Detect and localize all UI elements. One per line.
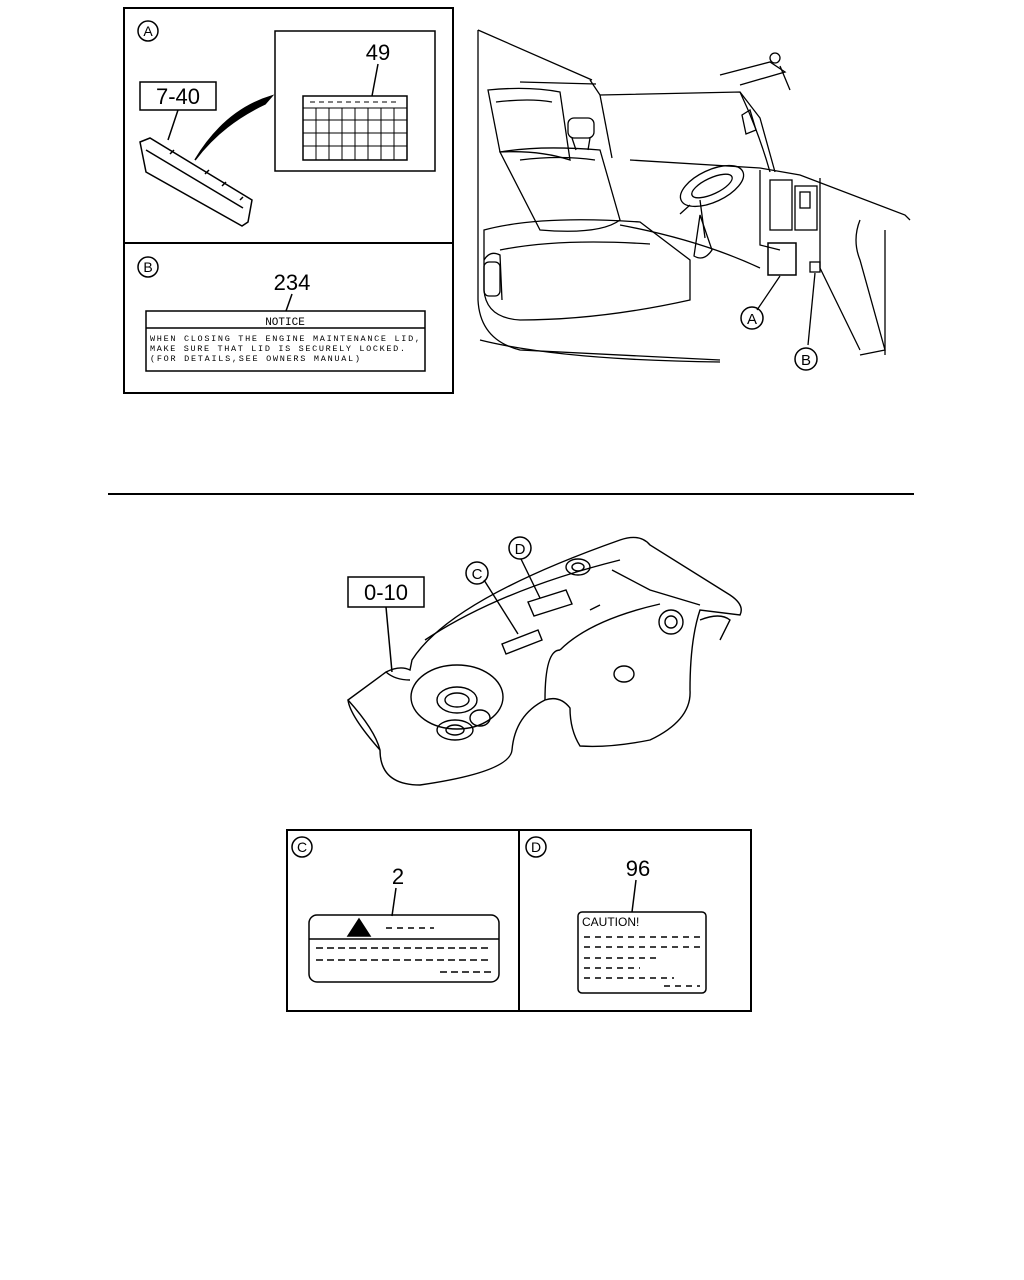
caution-label-96: 96 CAUTION! (577, 856, 707, 994)
label-49-inset: 49 (274, 30, 436, 172)
warning-label-2: 2 (308, 864, 500, 983)
callout-d-detail: D (525, 836, 547, 858)
part-number-234: 234 (274, 270, 311, 295)
callout-a-top: A (137, 20, 159, 42)
detail-panel-cd: C 2 D 96 CAUTION! (286, 829, 752, 1012)
notice-heading: NOTICE (265, 317, 305, 329)
glove-panel-part (139, 94, 275, 227)
notice-line-1: WHEN CLOSING THE ENGINE MAINTENANCE LID, (150, 334, 420, 344)
callout-c-cover-letter: C (472, 566, 483, 583)
callout-b-top: B (137, 256, 159, 278)
detail-panel-ab: A 7-40 49 (123, 7, 454, 394)
callout-b-letter: B (143, 259, 152, 275)
callout-b-cab: B (794, 347, 818, 371)
label-c-location (501, 629, 543, 655)
engine-cover-illustration: 0-10 C D (346, 536, 742, 786)
part-number-96: 96 (626, 856, 650, 881)
callout-a-cab-letter: A (747, 311, 757, 328)
notice-label-234: 234 NOTICE WHEN CLOSING THE ENGINE MAINT… (145, 270, 426, 372)
callout-c-detail-letter: C (297, 839, 307, 855)
callout-a-cab: A (740, 306, 764, 330)
callout-a-letter: A (143, 23, 153, 39)
notice-line-3: (FOR DETAILS,SEE OWNERS MANUAL) (150, 354, 360, 364)
caution-heading: CAUTION! (582, 915, 639, 929)
callout-d-cover: D (508, 536, 532, 560)
part-number-49: 49 (366, 40, 390, 65)
callout-d-detail-letter: D (531, 839, 541, 855)
section-ref-bottom-text: 0-10 (364, 580, 408, 605)
notice-line-2: MAKE SURE THAT LID IS SECURELY LOCKED. (150, 344, 405, 354)
callout-c-detail: C (291, 836, 313, 858)
callout-d-cover-letter: D (515, 541, 526, 558)
part-number-2: 2 (392, 864, 404, 889)
section-ref-0-10: 0-10 (347, 576, 425, 673)
cab-interior-illustration: A B (477, 29, 911, 371)
section-ref-7-40: 7-40 (139, 81, 217, 141)
callout-b-cab-letter: B (801, 352, 811, 369)
label-d-location (527, 589, 573, 617)
section-ref-top-text: 7-40 (156, 84, 200, 109)
warning-triangle-icon (346, 917, 372, 937)
callout-c-cover: C (465, 561, 489, 585)
